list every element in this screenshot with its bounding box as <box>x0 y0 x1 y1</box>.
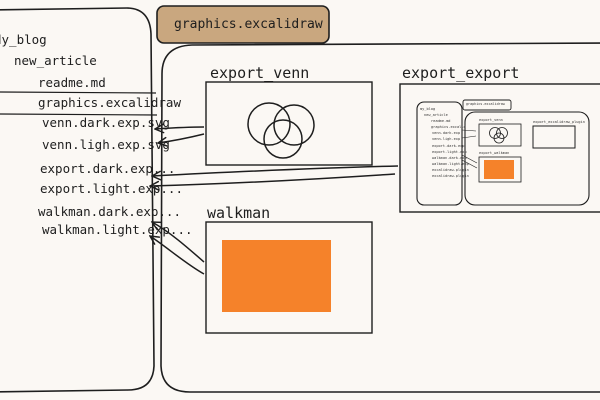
mini-main-panel <box>464 111 590 206</box>
tree-item-walkman-light[interactable]: walkman.light.exp... <box>42 222 193 237</box>
frame-walkman-box <box>205 221 373 334</box>
frame-title-export: export_export <box>402 64 520 82</box>
tree-item-walkman-dark[interactable]: walkman.dark.exp... <box>38 204 181 219</box>
tree-item-venn-light[interactable]: venn.ligh.exp.svg <box>42 137 170 152</box>
sidebar-panel-outline <box>0 7 155 393</box>
mini-sidebar <box>416 101 463 206</box>
mini-tree-item: readme.md <box>431 119 451 123</box>
sidebar-selected-row <box>0 91 158 116</box>
arrow-export-dark <box>152 165 399 176</box>
mini-tree-item: new_article <box>424 113 448 117</box>
mini-frame-title-venn: export_venn <box>479 118 503 122</box>
tree-item-folder-blog[interactable]: dy_blog <box>0 32 47 47</box>
mini-walkman-image <box>484 160 514 179</box>
arrow-walkman-dark <box>152 222 205 263</box>
mini-tree-item: venn.dark.exp <box>432 131 461 135</box>
walkman-image <box>222 240 331 312</box>
arrow-walkman-light <box>150 236 205 275</box>
tree-item-graphics[interactable]: graphics.excalidraw <box>38 95 181 110</box>
mini-plugin-frame <box>532 125 576 149</box>
venn-circle-right <box>273 104 315 146</box>
mini-frame-title-plugin: export_excalidraw_plugin <box>533 120 585 124</box>
main-panel-outline <box>160 42 600 393</box>
mini-tree-item: excalidraw.plugin <box>432 174 469 178</box>
mini-tree-item: walkman.light.exp <box>432 162 469 166</box>
mini-tree-item: walkman.dark.exp <box>432 156 467 160</box>
mini-venn-frame <box>478 123 522 147</box>
tree-item-folder-article[interactable]: new_article <box>14 53 97 68</box>
frame-export-box <box>399 83 600 213</box>
mini-tree-item: excalidraw.plugin <box>432 168 469 172</box>
mini-tab-shape <box>462 99 512 111</box>
frame-title-venn: export_venn <box>210 64 310 82</box>
arrow-venn-dark <box>155 127 205 129</box>
mini-tree-item: export.light.exp <box>432 150 467 154</box>
tree-item-export-light[interactable]: export.light.exp... <box>40 181 183 196</box>
mini-tree-item: export.dark.exp <box>432 144 465 148</box>
mini-tree-item: graphics.excalid <box>431 125 466 129</box>
mini-frame-title-walkman: export_walkman <box>479 151 510 155</box>
venn-circle-left <box>247 102 291 146</box>
tab-graphics-excalidraw[interactable]: graphics.excalidraw <box>174 18 323 31</box>
tab-label: graphics.excalidraw <box>174 17 323 32</box>
arrow-export-light <box>150 173 396 186</box>
venn-circle-bottom <box>263 119 303 159</box>
frame-venn-box <box>205 81 373 166</box>
tree-item-venn-dark[interactable]: venn.dark.exp.svg <box>42 115 170 130</box>
arrow-venn-light <box>158 133 205 143</box>
tree-item-readme[interactable]: readme.md <box>38 75 106 90</box>
mini-walkman-frame <box>478 156 522 183</box>
mini-tab-label: graphics.excalidraw <box>466 102 505 106</box>
tree-item-export-dark[interactable]: export.dark.exp... <box>40 161 176 176</box>
mini-tree-item: venn.ligh.exp <box>432 137 461 141</box>
tab-shape <box>156 5 330 44</box>
mini-tree-item: my_blog <box>420 107 436 111</box>
frame-title-walkman: walkman <box>207 204 271 222</box>
